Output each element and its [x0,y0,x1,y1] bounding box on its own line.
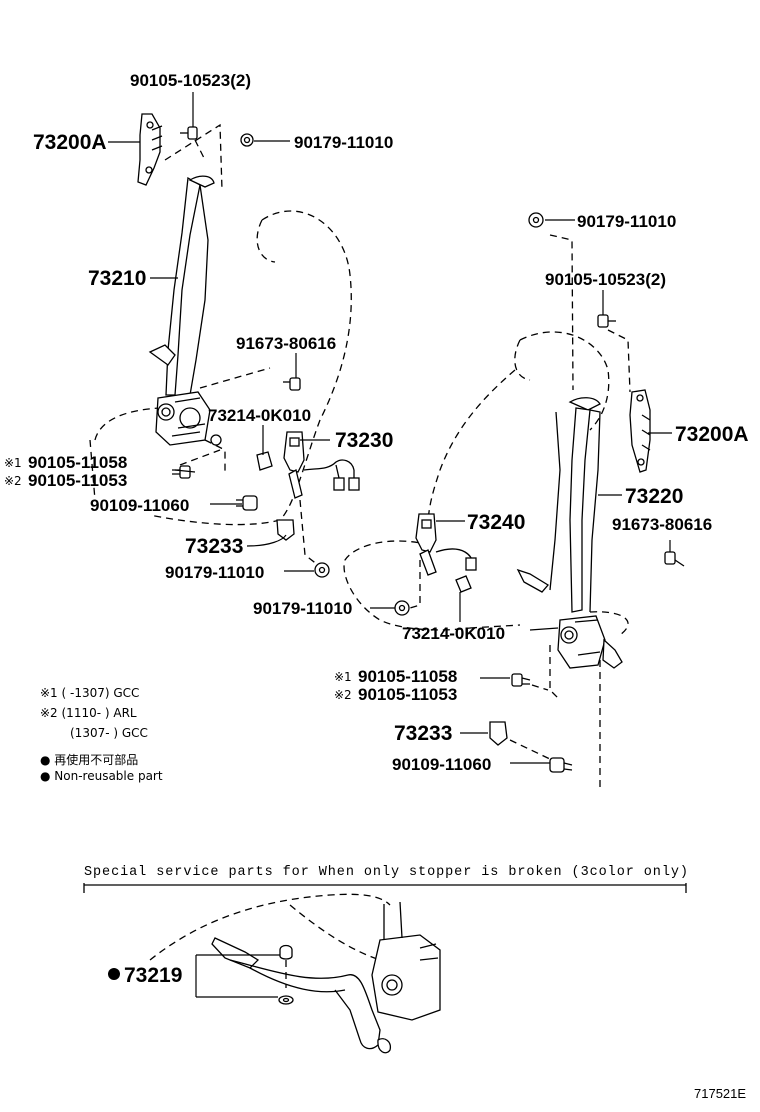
legend: ※1 ( -1307) GCC ※2 (1110- ) ARL (1307- )… [40,686,163,783]
label-right-anchor: 73200A [675,423,749,446]
marker-right-1: ※1 [334,670,352,684]
left-belt-assembly [148,175,222,446]
label-right-bolt-n2: 90105-11053 [358,685,457,704]
legend-line-1: ※1 ( -1307) GCC [40,686,139,700]
label-right-belt-assy: 73220 [625,485,683,508]
special-bracket [83,883,687,893]
left-anchor-plate [137,113,163,186]
stopper-detail [149,893,441,1054]
non-reusable-dot-icon [108,968,120,980]
label-stopper: 73219 [124,964,182,987]
label-left-buckle: 73230 [335,429,393,452]
right-mid-bolt-icon [664,551,685,567]
right-top-dash [549,234,631,393]
left-cover-icon [276,519,295,541]
left-lower-dash [299,499,319,566]
label-right-bolt-n1: 90105-11058 [358,667,457,686]
label-left-belt-assy: 73210 [88,267,146,290]
right-anchor-plate [629,389,651,473]
right-top-bolt-icon [597,314,616,328]
label-right-bolt-lower: 90109-11060 [392,755,491,774]
left-lower-nut-icon [314,562,330,578]
right-bolt-n-icon [511,673,531,687]
label-left-sensor: 73214-0K010 [208,406,311,425]
label-right-nut-top: 90179-11010 [577,212,676,231]
left-sensor-icon [256,451,273,471]
right-buckle-73240 [415,513,477,576]
right-belt-assembly [516,397,623,669]
right-retractor-lead [529,627,559,631]
label-left-bolt-n1: 90105-11058 [28,453,127,472]
label-left-nut-lower: 90179-11010 [165,563,264,582]
legend-line-5: ● Non-reusable part [40,769,163,783]
label-right-sensor: 73214-0K010 [402,624,505,643]
right-sensor-icon [455,575,472,593]
right-seat-outline [343,331,610,631]
left-bolt-n-icon [172,465,191,479]
marker-left-2: ※2 [4,474,22,488]
special-note: Special service parts for When only stop… [84,865,688,880]
legend-line-4: ● 再使用不可部品 [40,752,138,767]
label-right-nut-buckle: 90179-11010 [253,599,352,618]
left-lower-bolt-icon [236,495,258,511]
left-seat-outline [89,210,352,526]
label-left-bolt-n2: 90105-11053 [28,471,127,490]
right-cover-icon [489,721,508,746]
right-retractor-dash [549,611,629,790]
stopper-bracket [195,954,280,998]
left-buckle-73230 [283,431,360,499]
legend-line-2: ※2 (1110- ) ARL [40,706,137,720]
label-left-bolt-lower: 90109-11060 [90,496,189,515]
marker-left-1: ※1 [4,456,22,470]
label-left-nut-top: 90179-11010 [294,133,393,152]
left-top-dash-lines [164,123,223,191]
left-top-bolt-icon [180,126,198,140]
label-right-bolt-mid: 91673-80616 [612,515,712,534]
right-top-nut-icon [528,212,544,228]
right-lower-bolt-icon [549,757,573,773]
legend-line-3: (1307- ) GCC [70,726,148,740]
label-left-bolt-mid: 91673-80616 [236,334,336,353]
label-right-buckle: 73240 [467,511,525,534]
left-mid-bolt-icon [283,377,301,391]
left-retractor-dash [179,367,271,475]
marker-right-2: ※2 [334,688,352,702]
right-buckle-nut-icon [394,600,410,616]
label-right-bolt-top: 90105-10523(2) [545,270,666,289]
leader-lines [108,92,672,764]
label-left-anchor: 73200A [33,131,107,154]
left-top-nut-icon [240,133,254,147]
label-left-cover: 73233 [185,535,243,558]
figure-id: 717521E [694,1086,746,1101]
label-left-bolt-top: 90105-10523(2) [130,71,251,90]
right-lower-dash [509,684,553,761]
right-buckle-dash [409,560,421,609]
label-right-cover: 73233 [394,722,452,745]
